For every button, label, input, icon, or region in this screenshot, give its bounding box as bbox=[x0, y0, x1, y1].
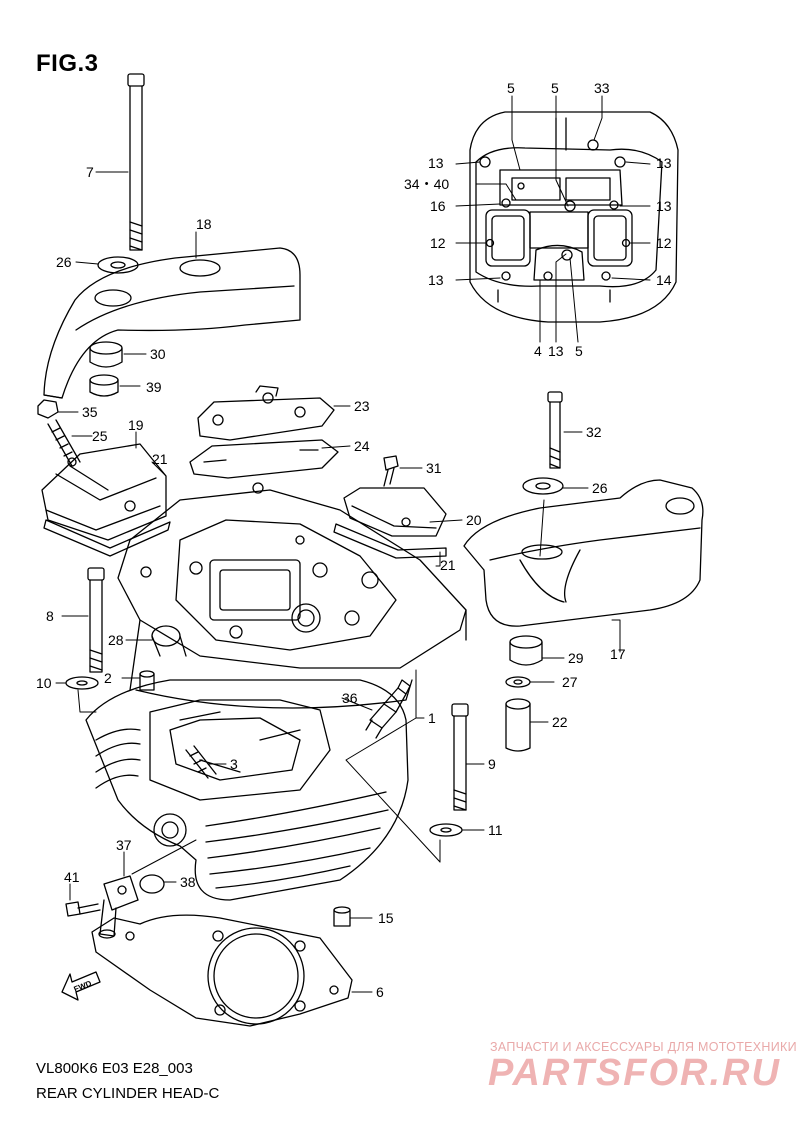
callout-37: 37 bbox=[116, 837, 132, 853]
part-19-tappet-cover bbox=[41, 443, 167, 541]
part-11-washer bbox=[429, 823, 463, 837]
leader-lines bbox=[55, 95, 651, 993]
callout-18: 18 bbox=[196, 216, 212, 232]
inset-callout-14: 14 bbox=[656, 272, 672, 288]
callout-29: 29 bbox=[568, 650, 584, 666]
inset-callout-13-e: 13 bbox=[548, 343, 564, 359]
part-2-dowel bbox=[139, 670, 155, 691]
figure-caption: REAR CYLINDER HEAD-C bbox=[36, 1085, 220, 1102]
figure-title: FIG.3 bbox=[36, 50, 99, 77]
inset-callout-13-a: 13 bbox=[428, 155, 444, 171]
part-6-head-gasket bbox=[91, 914, 353, 1027]
part-20-cover bbox=[343, 487, 447, 537]
callout-41: 41 bbox=[64, 869, 80, 885]
callout-23: 23 bbox=[354, 398, 370, 414]
callout-20: 20 bbox=[466, 512, 482, 528]
callout-15: 15 bbox=[378, 910, 394, 926]
part-38-o-ring bbox=[139, 874, 165, 894]
callout-22: 22 bbox=[552, 714, 568, 730]
inset-callout-4: 4 bbox=[534, 343, 542, 359]
part-22-spacer bbox=[505, 698, 531, 752]
callout-39: 39 bbox=[146, 379, 162, 395]
part-28-cap bbox=[151, 625, 187, 657]
inset-head-top-view bbox=[469, 111, 679, 323]
part-26-washer-hole bbox=[110, 261, 126, 269]
watermark-tagline: ЗАПЧАСТИ И АКСЕССУАРЫ ДЛЯ МОТОТЕХНИКИ bbox=[490, 1040, 797, 1054]
callout-3: 3 bbox=[230, 756, 238, 772]
callout-7: 7 bbox=[86, 164, 94, 180]
part-26-washer bbox=[97, 256, 139, 274]
callout-36: 36 bbox=[342, 690, 358, 706]
callout-11: 11 bbox=[488, 822, 503, 838]
part-37-fitting bbox=[98, 875, 139, 939]
callout-31: 31 bbox=[426, 460, 442, 476]
part-32-bolt bbox=[547, 391, 563, 469]
callout-19: 19 bbox=[128, 417, 144, 433]
part-8-bolt bbox=[87, 567, 105, 673]
callout-21: 21 bbox=[152, 451, 168, 467]
inset-callout-16: 16 bbox=[430, 198, 446, 214]
drawing-code: VL800K6 E03 E28_003 bbox=[36, 1060, 193, 1077]
part-21-gasket-left bbox=[43, 519, 171, 557]
part-7-bolt bbox=[127, 73, 145, 251]
callout-8: 8 bbox=[46, 608, 54, 624]
part-27-collar bbox=[505, 676, 531, 688]
callout-38: 38 bbox=[180, 874, 196, 890]
part-17-cylinder-cover bbox=[463, 479, 704, 627]
part-15-dowel bbox=[333, 906, 351, 927]
callout-30: 30 bbox=[150, 346, 166, 362]
part-31-bolt bbox=[383, 455, 399, 487]
callout-21-right: 21 bbox=[440, 557, 456, 573]
part-30-grommet bbox=[89, 341, 123, 368]
part-23-bracket bbox=[197, 385, 335, 441]
fwd-arrow-icon bbox=[61, 971, 101, 1001]
part-3-stud bbox=[185, 745, 217, 779]
part-39-collar bbox=[89, 374, 119, 397]
head-body-fins bbox=[85, 679, 409, 901]
callout-9: 9 bbox=[488, 756, 496, 772]
part-26-washer-right bbox=[522, 477, 564, 495]
callout-28: 28 bbox=[108, 632, 124, 648]
callout-17: 17 bbox=[610, 646, 626, 662]
callout-26: 26 bbox=[56, 254, 72, 270]
inset-callout-5-b: 5 bbox=[551, 80, 559, 96]
part-36-spark-plug bbox=[365, 679, 411, 739]
callout-10: 10 bbox=[36, 675, 52, 691]
inset-callout-13-b: 13 bbox=[656, 155, 672, 171]
callout-1: 1 bbox=[428, 710, 436, 726]
callout-6: 6 bbox=[376, 984, 384, 1000]
part-35-bolt bbox=[37, 399, 59, 419]
inset-callout-33: 33 bbox=[594, 80, 610, 96]
part-24-gasket bbox=[189, 439, 339, 479]
inset-callout-5-c: 5 bbox=[575, 343, 583, 359]
inset-callout-12-a: 12 bbox=[430, 235, 446, 251]
callout-32: 32 bbox=[586, 424, 602, 440]
callout-24: 24 bbox=[354, 438, 370, 454]
part-41-bolt bbox=[65, 901, 101, 917]
part-9-bolt bbox=[451, 703, 469, 811]
part-21-gasket-right bbox=[333, 523, 447, 559]
part-25-stud bbox=[47, 419, 81, 467]
inset-callout-12-b: 12 bbox=[656, 235, 672, 251]
callout-2: 2 bbox=[104, 670, 112, 686]
watermark-logo: PARTSFOR.RU bbox=[488, 1052, 781, 1094]
inset-callout-13-d: 13 bbox=[428, 272, 444, 288]
inset-callout-5-a: 5 bbox=[507, 80, 515, 96]
part-10-washer bbox=[65, 676, 99, 690]
callout-35: 35 bbox=[82, 404, 98, 420]
inset-callout-13-c: 13 bbox=[656, 198, 672, 214]
callout-27: 27 bbox=[562, 674, 578, 690]
callout-25: 25 bbox=[92, 428, 108, 444]
part-18-cylinder-cover bbox=[43, 247, 301, 399]
main-cylinder-head bbox=[117, 482, 467, 709]
part-29-grommet bbox=[509, 635, 543, 666]
callout-26-right: 26 bbox=[592, 480, 608, 496]
inset-callout-34-40: 34・40 bbox=[404, 176, 449, 192]
